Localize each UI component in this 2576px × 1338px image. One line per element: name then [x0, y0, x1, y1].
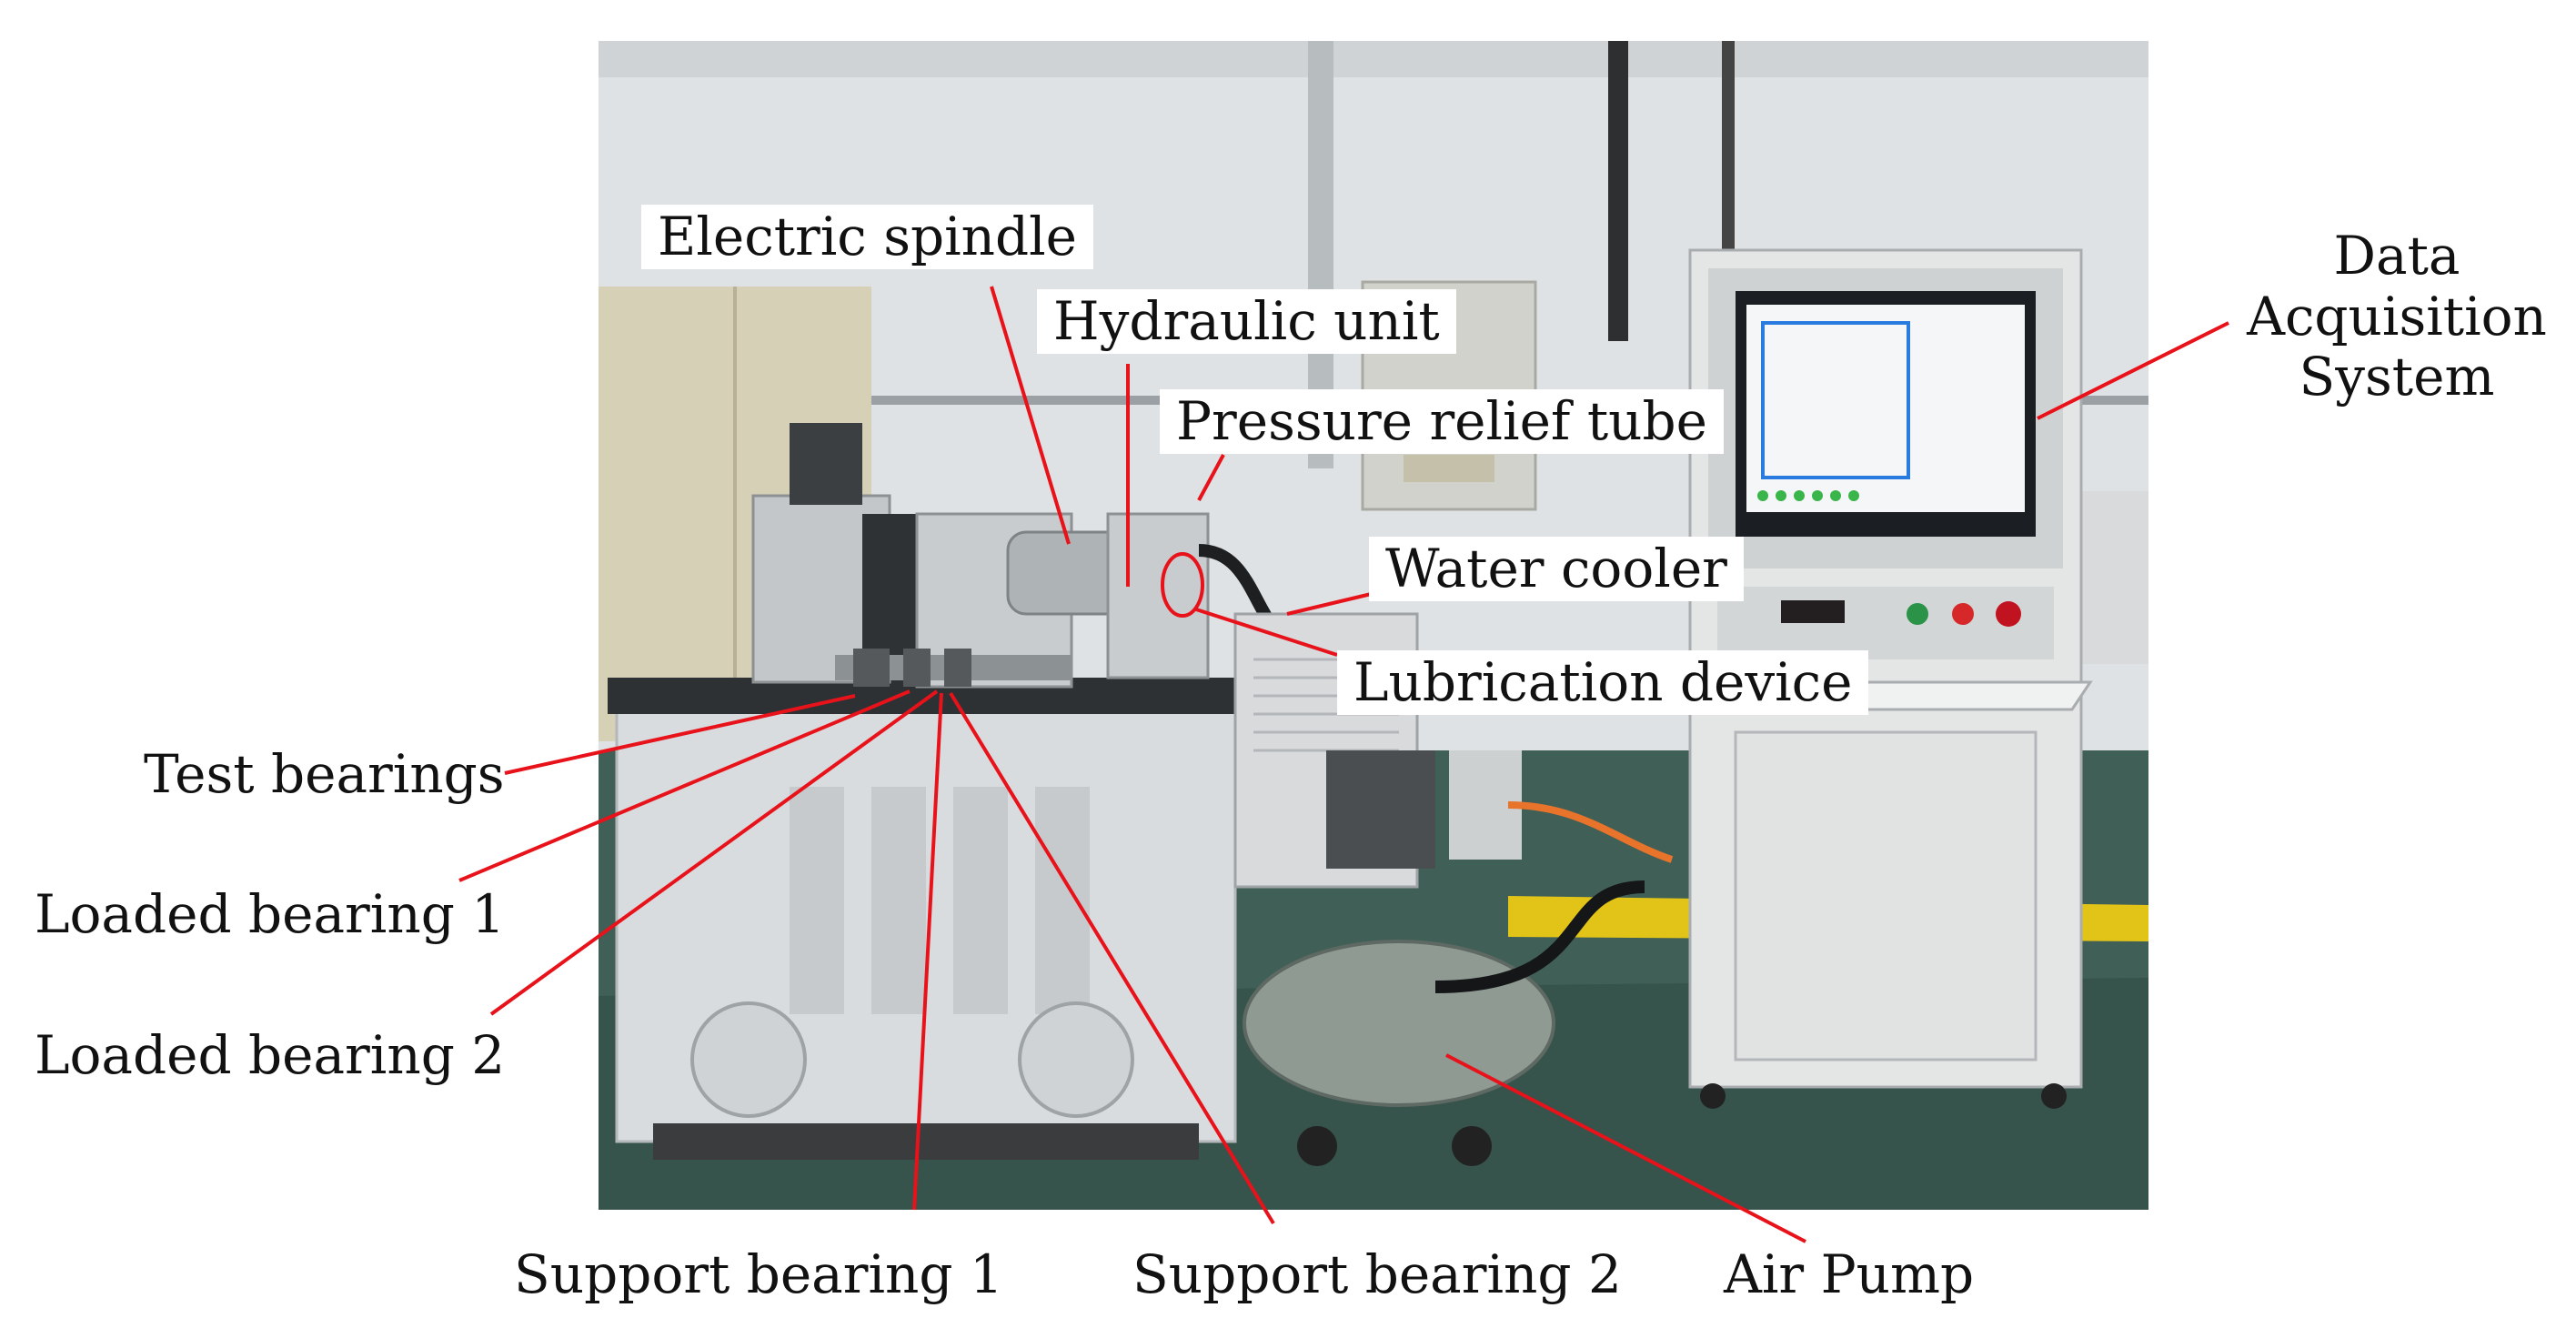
label-data-acquisition-line3: System: [2299, 346, 2495, 408]
label-pressure-relief-tube: Pressure relief tube: [1160, 389, 1724, 454]
label-lubrication-device: Lubrication device: [1337, 650, 1869, 715]
label-water-cooler: Water cooler: [1369, 537, 1744, 601]
label-electric-spindle: Electric spindle: [641, 205, 1093, 269]
label-test-bearings: Test bearings: [144, 743, 505, 805]
label-data-acquisition-line1: Data: [2333, 225, 2460, 287]
label-data-acquisition-system: Data Acquisition System: [2219, 226, 2574, 407]
label-support-bearing-1: Support bearing 1: [514, 1243, 1003, 1305]
label-support-bearing-2: Support bearing 2: [1132, 1243, 1622, 1305]
label-loaded-bearing-1: Loaded bearing 1: [35, 883, 506, 945]
label-hydraulic-unit: Hydraulic unit: [1037, 289, 1456, 354]
air-pump-tank: [1243, 940, 1555, 1107]
label-air-pump: Air Pump: [1724, 1243, 1975, 1305]
label-data-acquisition-line2: Acquisition: [2247, 285, 2547, 347]
label-loaded-bearing-2: Loaded bearing 2: [35, 1024, 506, 1086]
air-pump-motor: [1326, 750, 1435, 869]
